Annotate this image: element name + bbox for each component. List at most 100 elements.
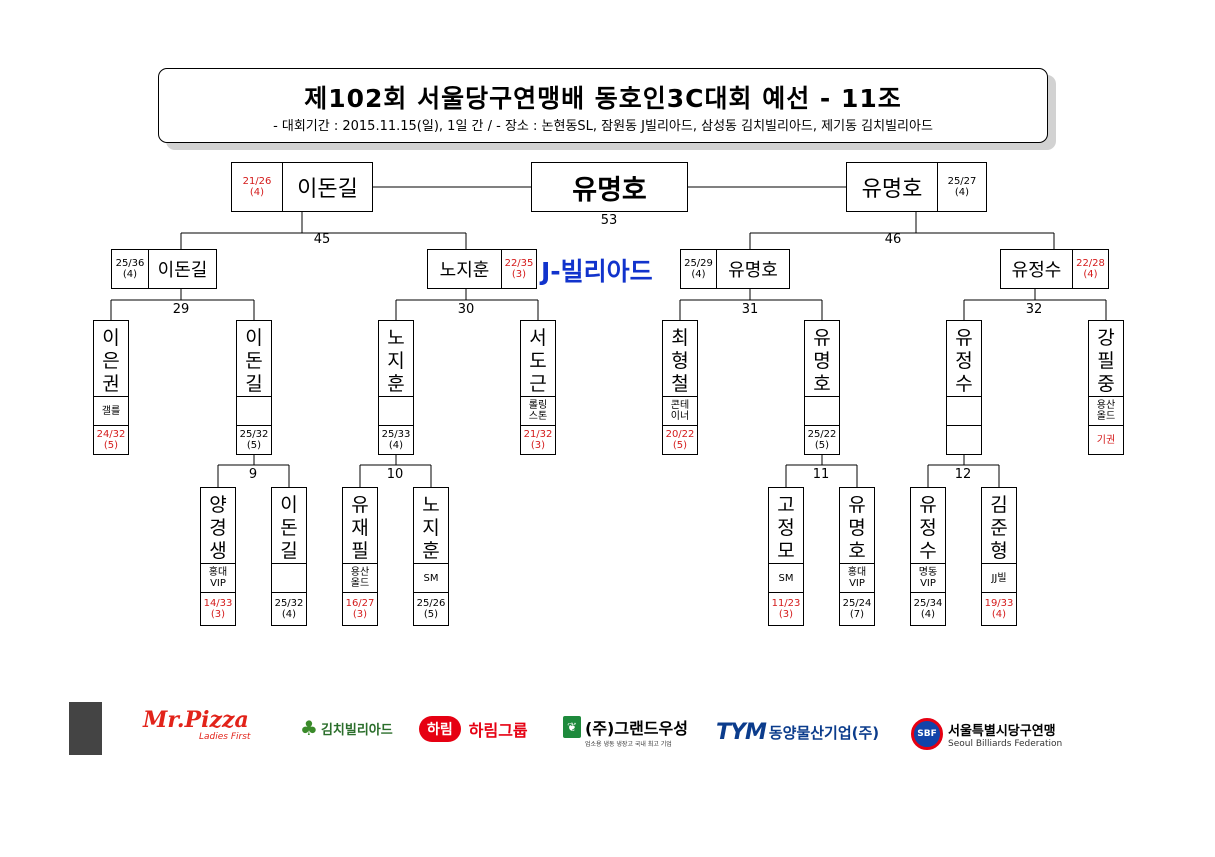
quarter-1-score: 25/36 (4) [115, 258, 145, 280]
player-score: 16/27(3) [343, 592, 377, 625]
champion-box: 유명호 [531, 162, 688, 212]
player-club [805, 396, 839, 425]
r16-card-2: 이 돈 길 25/32(5) [236, 320, 272, 455]
quarter-3: 25/29 (4) 유명호 [680, 249, 790, 289]
r16-card-6: 유 명 호 25/22(5) [804, 320, 840, 455]
player-club: 갤를 [94, 396, 128, 425]
quarter-4-name: 유정수 [1011, 260, 1062, 281]
quarter-2-score: 22/35 (3) [501, 250, 536, 288]
quarter-3-name: 유명호 [716, 250, 789, 288]
leaf-icon: ❦ [563, 716, 581, 738]
player-name: 이 돈 길 [280, 494, 298, 562]
match-number-11: 11 [812, 467, 830, 482]
player-score [947, 425, 981, 454]
sponsor-harim: 하림 하림그룹 [419, 713, 549, 745]
player-club: JJ빌 [982, 563, 1016, 592]
player-club [272, 563, 306, 592]
player-club: 용산 올드 [343, 563, 377, 592]
player-score: 25/24(7) [840, 592, 874, 625]
quarter-4-score: 22/28 (4) [1072, 250, 1108, 288]
semifinal-left-name: 이돈길 [282, 163, 372, 211]
player-club: 홍대 VIP [201, 563, 235, 592]
quarter-3-score: 25/29 (4) [684, 258, 713, 280]
player-name: 서 도 근 [529, 327, 547, 395]
left-marker [69, 702, 102, 755]
header-panel: 제102회 서울당구연맹배 동호인3C대회 예선 - 11조 - 대회기간 : … [158, 68, 1048, 143]
player-name: 유 정 수 [919, 494, 937, 562]
match-number-45: 45 [313, 232, 331, 247]
player-score: 25/26(5) [414, 592, 448, 625]
player-score: 25/22(5) [805, 425, 839, 454]
player-club: 롤링 스톤 [521, 396, 555, 425]
quarter-4: 유정수 22/28 (4) [1000, 249, 1109, 289]
match-number-10: 10 [386, 467, 404, 482]
match-number-final: 53 [600, 213, 618, 228]
player-name: 유 명 호 [813, 327, 831, 395]
player-name: 이 돈 길 [245, 327, 263, 395]
r16-card-3: 노 지 훈 25/33(4) [378, 320, 414, 455]
sponsor-sbf: SBF 서울특별시당구연맹 Seoul Billiards Federation [911, 716, 1081, 752]
player-name: 최 형 철 [671, 327, 689, 395]
player-club [379, 396, 413, 425]
quarter-2-name: 노지훈 [439, 260, 490, 281]
event-info: - 대회기간 : 2015.11.15(일), 1일 간 / - 장소 : 논현… [273, 119, 933, 134]
player-name: 유 명 호 [848, 494, 866, 562]
match-number-31: 31 [741, 302, 759, 317]
player-club: 콘테 이너 [663, 396, 697, 425]
player-club [237, 396, 271, 425]
semifinal-right-score: 25/27 (4) [937, 163, 986, 211]
player-score: 20/22(5) [663, 425, 697, 454]
player-score: 14/33(3) [201, 592, 235, 625]
semifinal-right-name: 유명호 [861, 177, 923, 202]
player-name: 유 재 필 [351, 494, 369, 562]
sponsor-grand: ❦ (주)그랜드우성 업소용 냉동 냉장고 국내 최고 기업 [563, 715, 703, 749]
player-name: 양 경 생 [209, 494, 227, 562]
match-number-30: 30 [457, 302, 475, 317]
venue-label: J-빌리아드 [541, 257, 653, 286]
player-score: 기권 [1089, 425, 1123, 454]
sponsor-mrpizza: Mr.Pizza Ladies First [143, 707, 251, 742]
player-name: 고 정 모 [777, 494, 795, 562]
player-name: 노 지 훈 [422, 494, 440, 562]
player-score: 25/34(4) [911, 592, 945, 625]
quarter-1-name: 이돈길 [148, 250, 216, 288]
player-name: 김 준 형 [990, 494, 1008, 562]
player-name: 이 은 권 [102, 327, 120, 395]
player-score: 25/33(4) [379, 425, 413, 454]
player-score: 21/32(3) [521, 425, 555, 454]
quarter-2: 노지훈 22/35 (3) [427, 249, 537, 289]
player-club: SM [769, 563, 803, 592]
match-number-12: 12 [954, 467, 972, 482]
player-club [947, 396, 981, 425]
player-name: 유 정 수 [955, 327, 973, 395]
match-number-9: 9 [248, 467, 258, 482]
match-number-32: 32 [1025, 302, 1043, 317]
r16-card-7: 유 정 수 [946, 320, 982, 455]
cue-icon: ♣ [300, 716, 318, 740]
player-name: 강 필 중 [1097, 327, 1115, 395]
semifinal-left: 21/26 (4) 이돈길 [231, 162, 373, 212]
player-club: 홍대 VIP [840, 563, 874, 592]
player-club: 용산 올드 [1089, 396, 1123, 425]
page-title: 제102회 서울당구연맹배 동호인3C대회 예선 - 11조 [304, 84, 902, 113]
player-score: 25/32(4) [272, 592, 306, 625]
player-score: 24/32(5) [94, 425, 128, 454]
player-score: 25/32(5) [237, 425, 271, 454]
player-score: 19/33(4) [982, 592, 1016, 625]
quarter-1: 25/36 (4) 이돈길 [111, 249, 217, 289]
r32-card-2: 이 돈 길 25/32(4) [271, 487, 307, 626]
match-number-46: 46 [884, 232, 902, 247]
player-name: 노 지 훈 [387, 327, 405, 395]
player-score: 11/23(3) [769, 592, 803, 625]
